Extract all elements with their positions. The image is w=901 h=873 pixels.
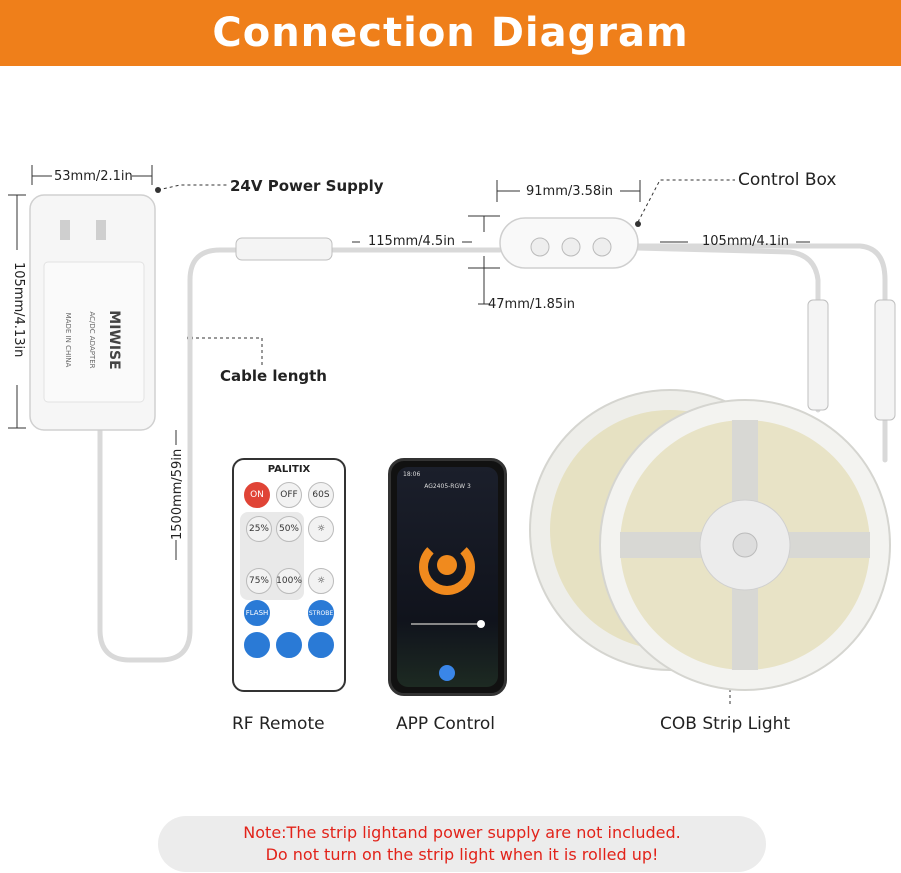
note-line-1: Note:The strip lightand power supply are… <box>243 823 681 842</box>
note-box: Note:The strip lightand power supply are… <box>158 816 766 872</box>
cables <box>97 243 888 663</box>
adapter-label-1: AC/DC ADAPTER <box>88 311 96 368</box>
remote-brand: PALITIX <box>267 464 311 475</box>
remote-50-button[interactable]: 50% <box>276 516 302 542</box>
remote-strobe-button[interactable]: STROBE <box>308 600 334 626</box>
remote-mode-2-icon[interactable] <box>276 632 302 658</box>
adapter-width-label: 53mm/2.1in <box>54 169 133 184</box>
dimmer-ring-icon[interactable] <box>419 539 475 595</box>
control-box-marker <box>635 221 641 227</box>
adapter-dimension-lines <box>8 165 153 429</box>
page-title: Connection Diagram <box>212 10 689 56</box>
rf-remote-label: RF Remote <box>232 714 325 734</box>
remote-100-button[interactable]: 100% <box>276 568 302 594</box>
control-box-width-label: 91mm/3.58in <box>526 184 614 199</box>
control-box-label: Control Box <box>738 170 837 190</box>
remote-75-button[interactable]: 75% <box>246 568 272 594</box>
remote-on-button[interactable]: ON <box>244 482 270 508</box>
cable-1-label: 115mm/4.5in <box>368 234 456 249</box>
cob-strip-label: COB Strip Light <box>660 714 791 734</box>
remote-60s-button[interactable]: 60S <box>308 482 334 508</box>
brightness-down-icon[interactable]: ☼ <box>308 568 334 594</box>
remote-flash-button[interactable]: FLASH <box>244 600 270 626</box>
adapter-height-label: 105mm/4.13in <box>11 262 26 358</box>
cable-length-label: Cable length <box>220 367 327 385</box>
phone-device-name: AG2405-RGW 3 <box>424 483 471 490</box>
note-line-2: Do not turn on the strip light when it i… <box>265 845 659 864</box>
cable-2-label: 105mm/4.1in <box>702 234 790 249</box>
connectors <box>235 237 896 421</box>
control-box <box>499 217 639 269</box>
leader-lines <box>157 179 735 706</box>
app-control-label: APP Control <box>396 714 495 734</box>
phone-screen: 18:06 AG2405-RGW 3 <box>397 467 498 687</box>
remote-mode-3-icon[interactable] <box>308 632 334 658</box>
cable-long-label: 1500mm/59in <box>170 448 185 540</box>
power-supply-marker <box>155 187 161 193</box>
brightness-up-icon[interactable]: ☼ <box>308 516 334 542</box>
slider-handle[interactable] <box>477 620 485 628</box>
bulb-icon <box>437 555 457 575</box>
cob-strip-reels <box>529 389 891 691</box>
remote-25-button[interactable]: 25% <box>246 516 272 542</box>
phone-app: 18:06 AG2405-RGW 3 <box>388 458 507 696</box>
control-box-height-label: 47mm/1.85in <box>488 297 576 312</box>
remote-mode-1-icon[interactable] <box>244 632 270 658</box>
power-adapter <box>29 194 156 431</box>
control-box-dimension-lines <box>175 180 810 560</box>
adapter-brand: MIWISE <box>106 310 122 369</box>
power-supply-label: 24V Power Supply <box>230 177 384 195</box>
brightness-slider[interactable] <box>411 623 483 625</box>
power-icon[interactable] <box>439 665 455 681</box>
phone-time: 18:06 <box>403 471 421 478</box>
remote-off-button[interactable]: OFF <box>276 482 302 508</box>
adapter-label-2: MADE IN CHINA <box>64 313 72 368</box>
title-banner: Connection Diagram <box>0 0 901 66</box>
rf-remote: PALITIX ON OFF 60S 25% 50% 75% 100% ☼ ☼ … <box>232 458 346 692</box>
